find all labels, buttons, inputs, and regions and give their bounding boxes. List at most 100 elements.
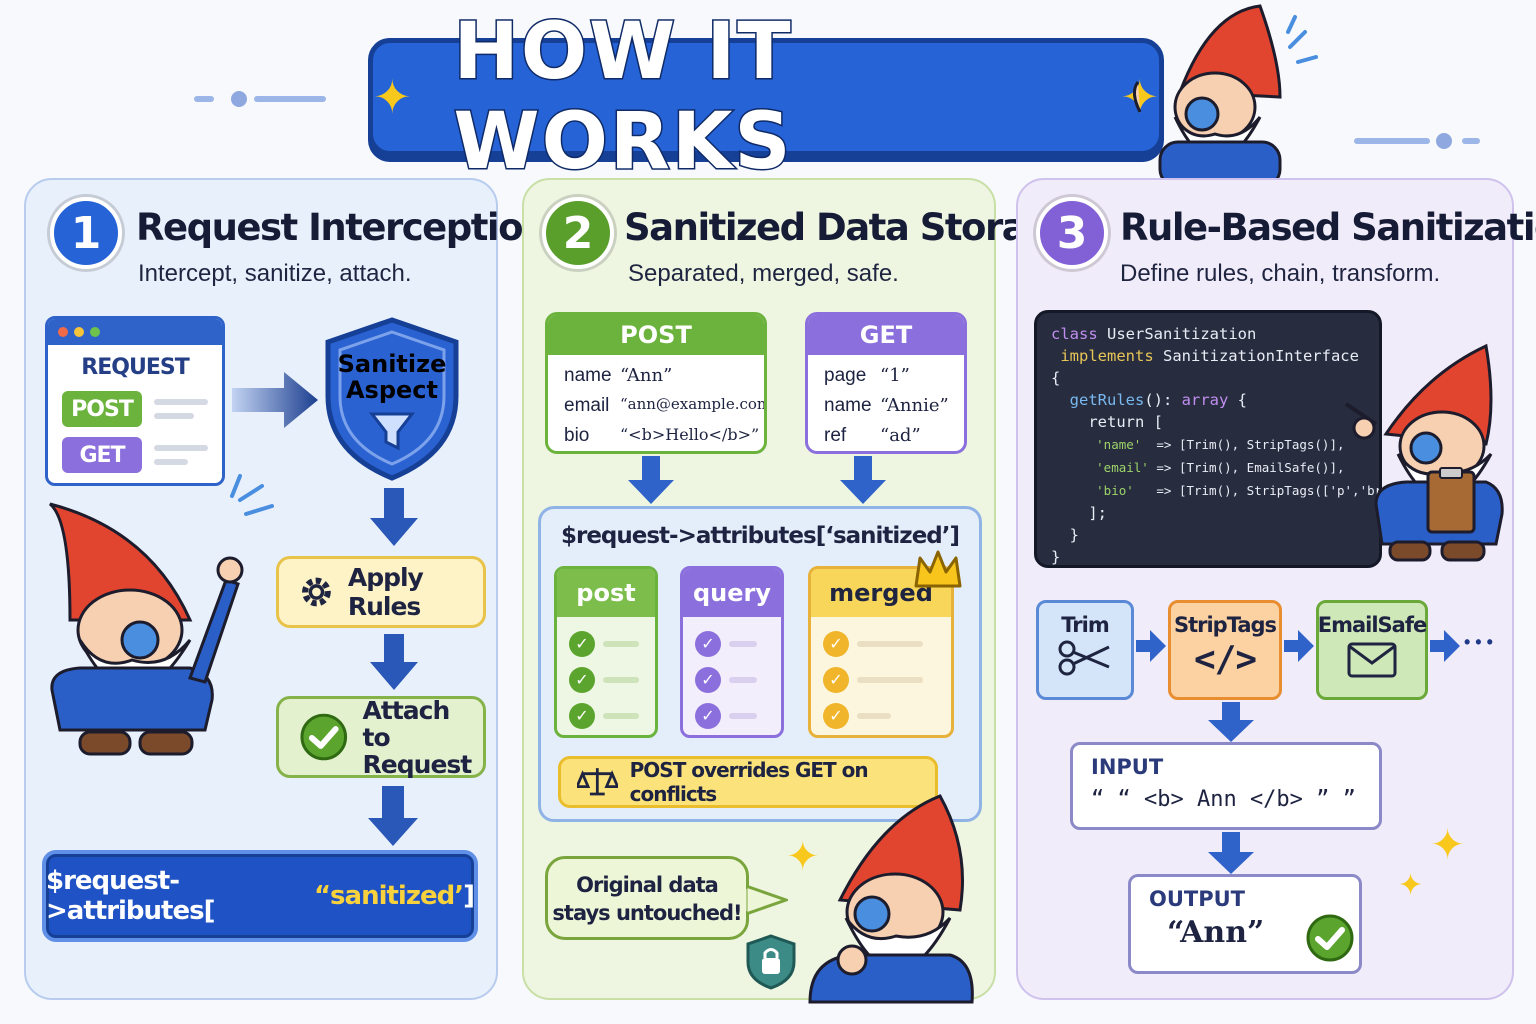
right-arrow-icon	[1284, 630, 1314, 662]
text-line	[154, 459, 188, 465]
decor-line	[194, 96, 214, 102]
check-icon: ✓	[569, 667, 595, 693]
sparkle-icon: ✦	[786, 835, 820, 879]
check-icon: ✓	[569, 703, 595, 729]
down-arrow-icon	[368, 786, 418, 846]
code-token: ];	[1051, 504, 1107, 522]
emailsafe-step: EmailSafe	[1316, 600, 1428, 700]
lock-shield-icon	[746, 934, 796, 990]
post-value: “Ann”	[620, 365, 673, 386]
output-value: “Ann”	[1167, 915, 1265, 950]
check-icon: ✓	[823, 631, 849, 657]
panel-subtitle: Define rules, chain, transform.	[1120, 260, 1441, 287]
decor-line	[254, 96, 326, 102]
attach-label-line2: Request	[362, 749, 473, 779]
post-value: “<b>Hello</b>”	[620, 425, 760, 444]
shield-label-line1: Sanitize	[338, 350, 447, 378]
check-icon: ✓	[823, 703, 849, 729]
down-arrow-icon	[1208, 832, 1254, 874]
check-circle-icon	[1306, 914, 1354, 962]
code-token: }	[1051, 548, 1061, 566]
attach-label-line1: Attach to	[362, 695, 451, 752]
striptags-step: StripTags </>	[1168, 600, 1282, 700]
get-pill: GET	[62, 437, 142, 473]
scales-icon	[577, 768, 618, 796]
get-value: “Annie”	[880, 395, 949, 416]
crown-icon	[914, 550, 962, 588]
decor-dot	[1436, 133, 1452, 149]
code-token: ():	[1144, 391, 1182, 409]
panel-title: Request Interception	[136, 206, 548, 249]
get-card-header: GET	[808, 315, 964, 355]
bubble-line1: Original data	[576, 873, 719, 897]
sparkle-icon: ✦	[1120, 71, 1159, 123]
page-title: HOW IT WORKS	[452, 6, 793, 189]
input-box: INPUT “ “ <b> Ann </b> ” ”	[1070, 742, 1382, 830]
text-line	[603, 713, 639, 719]
output-label: OUTPUT	[1149, 887, 1245, 911]
code-token: {	[1228, 391, 1247, 409]
check-circle-icon	[300, 713, 348, 761]
funnel-icon	[368, 412, 416, 451]
post-value: “ann@example.com”	[620, 395, 767, 413]
query-bucket: query ✓ ✓ ✓	[680, 566, 784, 738]
code-token: => [Trim(), EmailSafe()],	[1148, 460, 1345, 475]
down-arrow-icon	[370, 634, 418, 690]
gear-icon	[302, 577, 331, 607]
check-icon: ✓	[695, 631, 721, 657]
get-key: name	[824, 395, 872, 416]
panel-title: Rule-Based Sanitization	[1120, 206, 1536, 249]
code-token: implements	[1051, 347, 1154, 365]
code-token: UserSanitization	[1097, 325, 1257, 343]
post-key: name	[564, 365, 612, 386]
code-token: {	[1051, 369, 1061, 387]
text-line	[154, 399, 208, 405]
check-icon: ✓	[695, 667, 721, 693]
trim-step: Trim	[1036, 600, 1134, 700]
gnome-waving-illustration	[1133, 4, 1318, 189]
output-box: OUTPUT “Ann”	[1128, 874, 1362, 974]
code-token: return [	[1051, 413, 1163, 431]
speech-bubble: Original data stays untouched!	[545, 856, 749, 940]
title-banner: ✦ HOW IT WORKS ✦	[368, 6, 1164, 189]
get-key: page	[824, 365, 867, 386]
conflict-note-text: POST overrides GET on conflicts	[629, 758, 869, 806]
merged-bucket: merged ✓ ✓ ✓	[808, 566, 954, 738]
down-arrow-icon	[840, 456, 886, 504]
request-card: REQUEST POST GET	[45, 316, 225, 486]
request-label: REQUEST	[81, 355, 189, 380]
check-icon: ✓	[569, 631, 595, 657]
text-line	[857, 713, 891, 719]
window-controls	[48, 319, 222, 345]
scissors-icon	[1058, 640, 1110, 676]
apply-rules-step: Apply Rules	[276, 556, 486, 628]
down-arrow-icon	[370, 488, 418, 546]
code-token: 'email'	[1096, 460, 1149, 475]
conflict-note: POST overrides GET on conflicts	[558, 756, 938, 808]
code-token: class	[1051, 325, 1098, 343]
sparkle-icon: ✦	[1398, 869, 1424, 902]
post-pill: POST	[62, 391, 142, 427]
attr-suffix: ]	[463, 881, 475, 911]
code-token: 'name'	[1096, 437, 1142, 452]
get-key: ref	[824, 425, 847, 446]
code-token: getRules	[1051, 391, 1145, 409]
code-token: => [Trim(), StripTags()],	[1141, 437, 1345, 452]
apply-rules-label: Apply Rules	[347, 563, 424, 621]
sanitized-attributes-title: $request->attributes[‘sanitized’]	[560, 523, 960, 549]
striptags-label: StripTags	[1173, 613, 1277, 637]
panel-subtitle: Separated, merged, safe.	[628, 260, 899, 287]
text-line	[857, 641, 923, 647]
panel-subtitle: Intercept, sanitize, attach.	[138, 260, 412, 287]
code-token: => [Trim(), StripTags(['p','br'])]	[1156, 483, 1382, 498]
trim-label: Trim	[1061, 613, 1109, 637]
code-token: array	[1181, 391, 1229, 409]
bubble-tail	[746, 884, 788, 916]
text-line	[603, 641, 639, 647]
code-snippet: class UserSanitization implements Saniti…	[1034, 310, 1382, 568]
post-card-header: POST	[548, 315, 764, 355]
decor-line	[1354, 138, 1430, 144]
attr-prefix: $request->attributes[	[46, 866, 215, 926]
get-data-card: GET page“1” name“Annie” ref“ad”	[805, 312, 967, 454]
post-key: email	[564, 395, 610, 416]
